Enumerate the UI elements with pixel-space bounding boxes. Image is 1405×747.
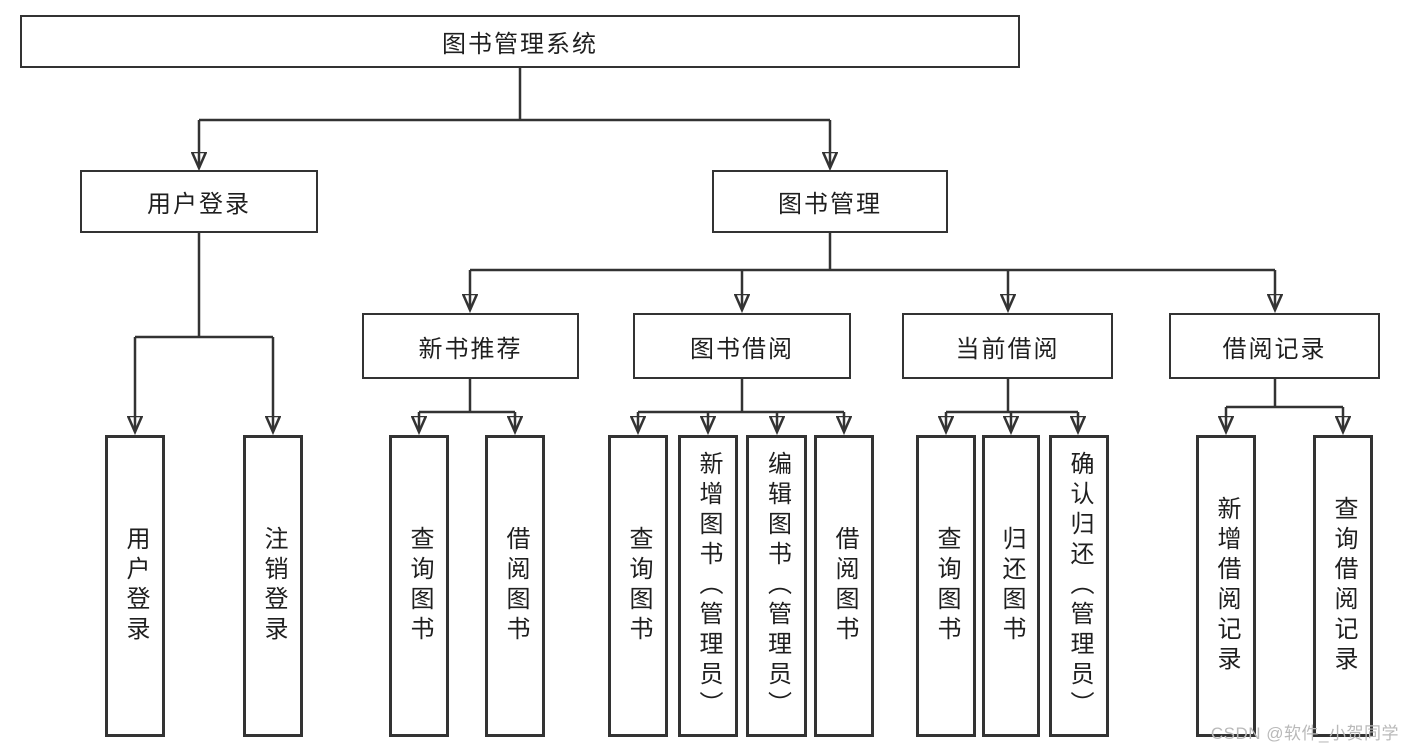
- leaf-label: 查询图书: [933, 526, 960, 646]
- node-root-system: 图书管理系统: [20, 15, 1020, 68]
- node-label: 图书管理: [778, 191, 882, 218]
- leaf-borrow-books-1: 借阅图书: [485, 435, 545, 737]
- node-label: 当前借阅: [955, 335, 1060, 363]
- node-borrow-records: 借阅记录: [1169, 313, 1380, 379]
- leaf-user-login: 用户登录: [105, 435, 165, 737]
- leaf-label: 用户登录: [122, 526, 149, 646]
- leaf-confirm-return-admin: 确认归还（管理员）: [1049, 435, 1109, 737]
- leaf-query-books-1: 查询图书: [389, 435, 449, 737]
- node-book-borrow: 图书借阅: [633, 313, 851, 379]
- leaf-borrow-books-2: 借阅图书: [814, 435, 874, 737]
- leaf-label: 编辑图书（管理员）: [763, 451, 791, 721]
- leaf-label: 新增图书（管理员）: [695, 451, 722, 721]
- leaf-query-books-3: 查询图书: [916, 435, 976, 737]
- leaf-label: 查询图书: [406, 526, 433, 646]
- leaf-logout: 注销登录: [243, 435, 303, 737]
- node-user-login-module: 用户登录: [80, 170, 318, 233]
- leaf-label: 确认归还（管理员）: [1066, 451, 1093, 721]
- leaf-add-borrow-record: 新增借阅记录: [1196, 435, 1256, 737]
- leaf-label: 查询图书: [625, 526, 652, 646]
- leaf-add-books-admin: 新增图书（管理员）: [678, 435, 738, 737]
- node-root-label: 图书管理系统: [442, 31, 598, 58]
- node-current-borrow: 当前借阅: [902, 313, 1113, 379]
- leaf-label: 借阅图书: [831, 526, 858, 646]
- connector-rails: [135, 68, 1343, 414]
- leaf-label: 新增借阅记录: [1213, 496, 1240, 676]
- leaf-label: 借阅图书: [502, 526, 529, 646]
- connector-arrows: [135, 120, 1343, 432]
- leaf-query-books-2: 查询图书: [608, 435, 668, 737]
- leaf-label: 归还图书: [998, 526, 1025, 646]
- node-label: 图书借阅: [690, 335, 794, 363]
- node-label: 借阅记录: [1222, 335, 1327, 363]
- node-label: 用户登录: [147, 191, 251, 218]
- node-new-book-recommend: 新书推荐: [362, 313, 579, 379]
- node-book-management-module: 图书管理: [712, 170, 948, 233]
- leaf-edit-books-admin: 编辑图书（管理员）: [746, 435, 807, 737]
- csdn-watermark: CSDN @软件_小贺同学: [1210, 724, 1399, 743]
- leaf-query-borrow-record: 查询借阅记录: [1313, 435, 1373, 737]
- leaf-label: 查询借阅记录: [1330, 496, 1357, 676]
- node-label: 新书推荐: [418, 335, 523, 363]
- leaf-label: 注销登录: [260, 526, 287, 646]
- leaf-return-books: 归还图书: [982, 435, 1040, 737]
